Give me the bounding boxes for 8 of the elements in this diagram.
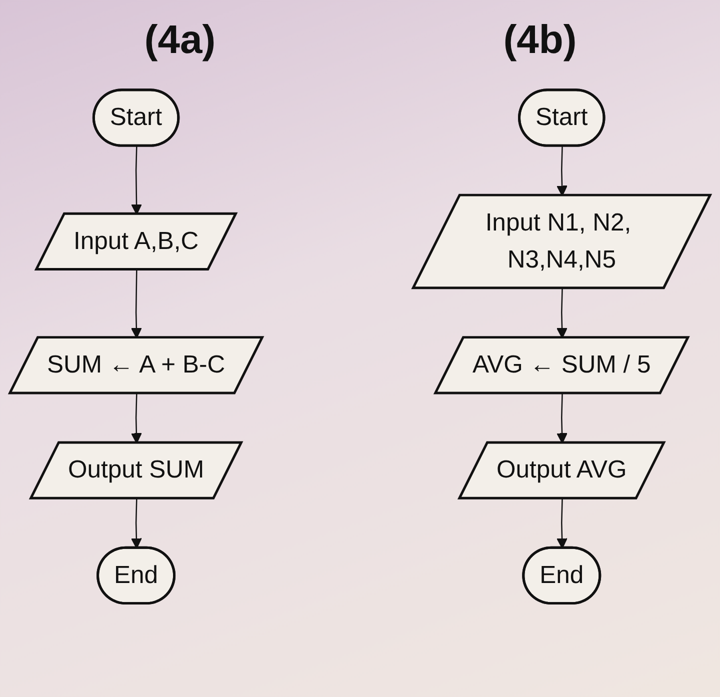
figure-label: (4b) <box>503 18 577 62</box>
arrow <box>131 146 142 215</box>
arrow <box>556 498 568 549</box>
figure-label: (4a) <box>144 18 216 62</box>
arrow <box>556 288 568 338</box>
arrow <box>130 270 142 338</box>
arrow <box>556 146 568 196</box>
arrow <box>130 498 142 549</box>
